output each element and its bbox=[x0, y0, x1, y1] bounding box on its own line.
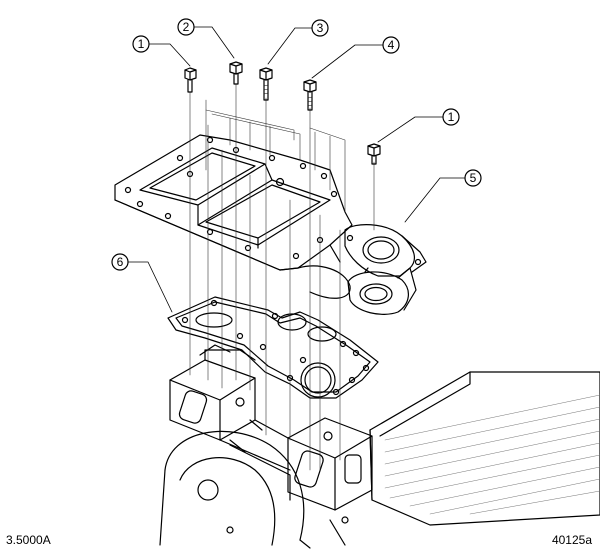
svg-text:4: 4 bbox=[388, 38, 395, 52]
bolt-2 bbox=[229, 61, 243, 85]
callout-2: 2 bbox=[177, 18, 235, 59]
bolt-3 bbox=[259, 67, 273, 101]
bolt-1-left bbox=[184, 67, 197, 93]
gasket bbox=[167, 296, 379, 399]
svg-text:3: 3 bbox=[317, 21, 324, 35]
callout-1-left: 1 bbox=[132, 35, 191, 67]
bolt-centerlines bbox=[189, 83, 375, 471]
bolt-4 bbox=[303, 79, 317, 111]
callout-1-right: 1 bbox=[377, 108, 460, 143]
bolt-1-right bbox=[367, 143, 381, 165]
svg-text:6: 6 bbox=[117, 255, 124, 269]
engine-block bbox=[159, 344, 600, 549]
svg-text:1: 1 bbox=[448, 110, 455, 124]
figure-code-label: 3.5000A bbox=[6, 533, 51, 547]
callout-4: 4 bbox=[311, 36, 400, 79]
svg-text:2: 2 bbox=[183, 20, 190, 34]
flywheel-housing-cover bbox=[114, 134, 427, 315]
callout-3: 3 bbox=[267, 19, 329, 65]
svg-text:1: 1 bbox=[138, 37, 145, 51]
image-code-label: 40125a bbox=[551, 533, 592, 547]
svg-text:5: 5 bbox=[470, 171, 477, 185]
callout-5: 5 bbox=[404, 169, 482, 223]
callout-6: 6 bbox=[111, 253, 173, 313]
